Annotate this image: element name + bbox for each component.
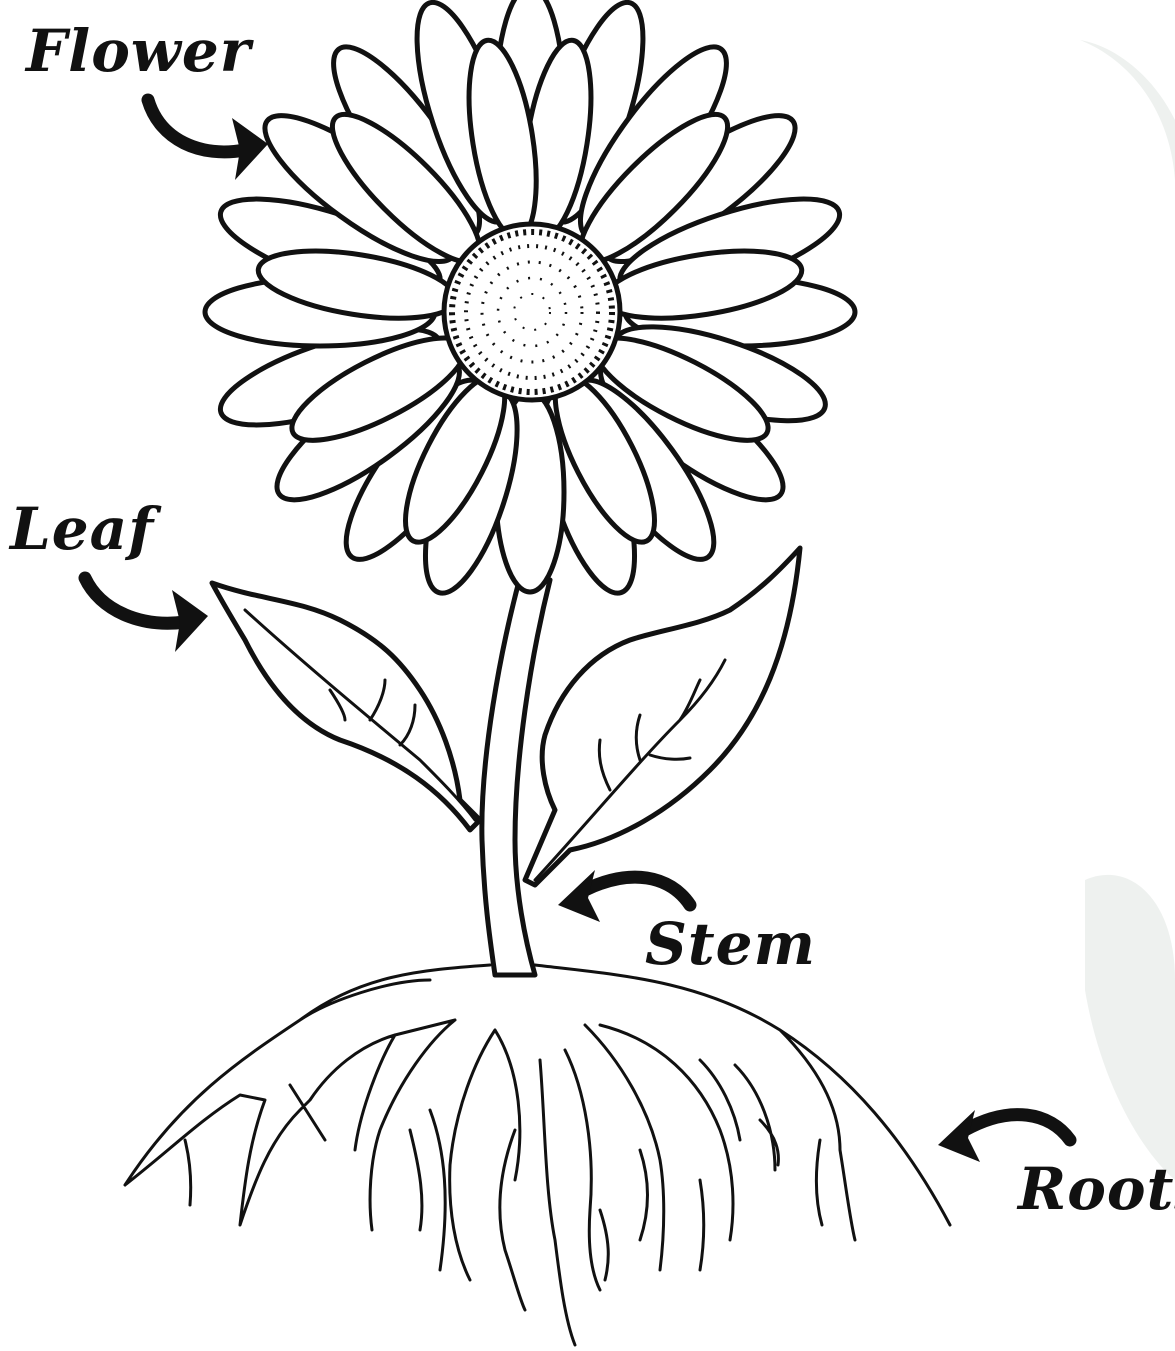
flower-label: Flower: [26, 22, 251, 80]
right-leaf: [525, 548, 800, 885]
flower-arrow-icon: [148, 100, 268, 180]
background-leaves-decoration: [1080, 40, 1175, 1180]
stem: [482, 570, 550, 975]
left-leaf: [212, 583, 480, 830]
stem-label: Stem: [645, 915, 816, 973]
roots-label: Roots: [1018, 1160, 1175, 1218]
roots: [125, 965, 950, 1345]
leaf-label: Leaf: [10, 500, 154, 558]
leaf-arrow-icon: [85, 578, 208, 652]
flower-center: [444, 224, 620, 400]
